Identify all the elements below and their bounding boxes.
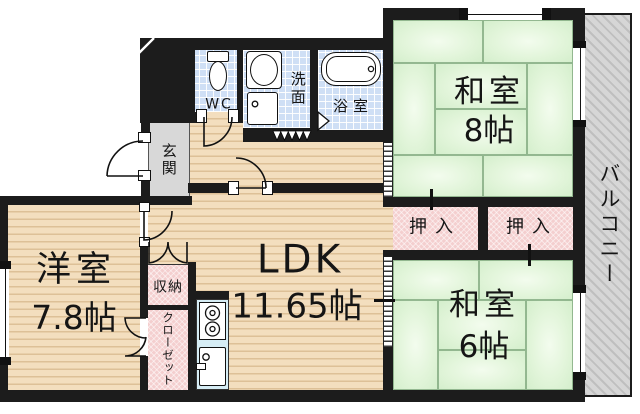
japanese-room-6-label: 和室 xyxy=(449,286,519,323)
fusuma-tick xyxy=(528,244,531,266)
window-cap xyxy=(0,357,11,365)
fusuma-tick xyxy=(374,299,395,302)
window-cap xyxy=(459,8,468,20)
toilet-bowl xyxy=(209,61,227,91)
wall-segment xyxy=(148,305,188,310)
washbasin xyxy=(250,54,278,86)
japanese-room-8-size: 8帖 xyxy=(463,112,515,149)
japanese-room-6-floor xyxy=(393,260,573,390)
window-cap xyxy=(573,285,586,293)
wall-segment xyxy=(0,358,8,402)
bathtub-inner xyxy=(326,56,376,82)
western-room-size: 7.8帖 xyxy=(31,297,117,337)
window-cap xyxy=(573,120,586,127)
wall-segment xyxy=(383,8,393,143)
window-cap xyxy=(573,41,586,48)
closet-area xyxy=(148,310,188,390)
wall-segment xyxy=(312,130,393,142)
door-post xyxy=(139,202,150,212)
wc-label: WC xyxy=(205,96,233,113)
wall-segment xyxy=(140,50,195,123)
oshiire-left-area xyxy=(393,207,478,250)
japanese-room-8-floor xyxy=(393,20,573,197)
door-post xyxy=(196,109,207,123)
wall-segment xyxy=(573,20,585,47)
western-room-floor xyxy=(8,205,140,390)
wall-segment xyxy=(383,197,585,207)
washing-machine xyxy=(247,92,278,125)
window-cap xyxy=(0,261,11,269)
wall-segment xyxy=(543,8,585,20)
wall-segment xyxy=(266,183,383,193)
wall-segment xyxy=(310,50,318,130)
door-post xyxy=(138,170,151,181)
door-post xyxy=(228,109,239,123)
fusuma-tick xyxy=(430,189,433,210)
balcony-window[interactable] xyxy=(575,292,585,373)
wall-segment xyxy=(188,183,236,193)
balcony-label: バルコニー xyxy=(596,162,621,288)
wall-segment xyxy=(478,207,488,250)
kitchen-tap xyxy=(196,363,206,370)
storage-label: 収納 xyxy=(153,279,183,296)
oshiire-right-area xyxy=(488,207,573,250)
entrance-label: 玄関 xyxy=(159,143,178,177)
ldk-size: 11.65帖 xyxy=(231,286,363,327)
oshiire-right-label: 押入 xyxy=(506,216,558,238)
sliding-door[interactable] xyxy=(383,257,393,347)
japanese-room-6-size: 6帖 xyxy=(458,328,510,365)
window-cap xyxy=(542,8,551,20)
wall-segment xyxy=(383,347,393,390)
balcony-window[interactable] xyxy=(575,47,585,121)
oshiire-left-label: 押入 xyxy=(409,216,461,238)
wall-segment xyxy=(196,291,229,299)
door-post xyxy=(138,132,151,143)
door-post xyxy=(139,237,150,247)
japanese-room-8-label: 和室 xyxy=(454,73,524,110)
wall-segment xyxy=(0,196,8,268)
washroom-label: 洗面 xyxy=(288,71,307,107)
window[interactable] xyxy=(0,268,9,358)
closet-label: クローゼット xyxy=(160,311,175,387)
wall-segment xyxy=(243,128,312,142)
window[interactable] xyxy=(467,9,543,19)
door-post xyxy=(262,181,273,195)
window-cap xyxy=(573,372,586,380)
wall-segment xyxy=(140,356,148,390)
entrance-floor xyxy=(148,123,190,196)
wall-segment xyxy=(188,262,196,390)
western-room-label: 洋室 xyxy=(35,249,117,290)
bathroom-label: 浴室 xyxy=(332,97,374,116)
stove xyxy=(199,302,226,340)
door-post xyxy=(228,181,239,195)
wall-segment xyxy=(0,196,192,205)
wall-segment xyxy=(141,171,150,197)
wall-segment xyxy=(140,38,393,50)
ldk-label: LDK xyxy=(256,237,344,283)
wall-segment xyxy=(141,123,150,137)
wall-segment xyxy=(383,250,585,260)
storage-area xyxy=(148,264,188,305)
wall-segment xyxy=(383,8,467,20)
wall-segment xyxy=(237,50,243,122)
wall-segment xyxy=(140,239,148,318)
wall-segment xyxy=(0,390,585,402)
sliding-door[interactable] xyxy=(383,143,393,197)
